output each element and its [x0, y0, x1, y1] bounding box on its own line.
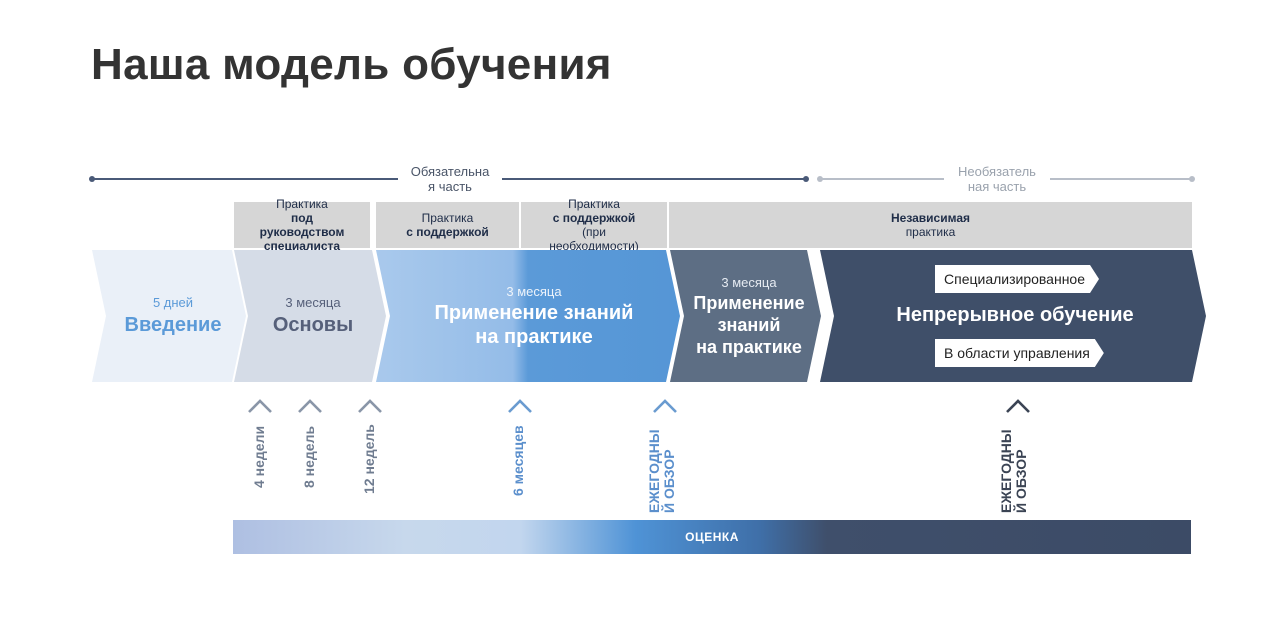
stage-basics-duration: 3 месяца [285, 295, 341, 310]
marker-2-label: 8 недель [301, 425, 317, 488]
marker-1-label: 4 недели [251, 425, 267, 488]
stage-continuous-chevron [820, 250, 1206, 382]
marker-4-chevron-up-icon [508, 399, 532, 413]
stage-apply2-duration: 3 месяца [721, 274, 777, 290]
marker-6-label: ЕЖЕГОДНЫ Й ОБЗОР [998, 429, 1029, 513]
mandatory-part-label: Обязательна я часть [398, 164, 502, 194]
stage-basics: 3 месяца Основы [244, 250, 382, 382]
stage-apply2-chevron [670, 250, 821, 382]
stage-apply2-name: Применение знаний на практике [693, 292, 805, 357]
page-title: Наша модель обучения [91, 40, 612, 89]
support-supported-header: Практика с поддержкой [376, 202, 519, 248]
stage-basics-chevron [234, 250, 386, 382]
support-optional-header: Практика с поддержкой (при необходимости… [521, 197, 667, 253]
evaluation-label: ОЦЕНКА [685, 530, 739, 544]
stage-apply2: 3 месяца Применение знаний на практике [680, 250, 818, 382]
evaluation-bar: ОЦЕНКА [233, 520, 1191, 554]
stage-apply1: 3 месяца Применение знаний на практике [388, 250, 680, 382]
tag-specialized: Специализированное [935, 265, 1099, 293]
support-guided-header: Практика под руководством специалиста [234, 197, 370, 253]
marker-1-chevron-up-icon [248, 399, 272, 413]
marker-6-chevron-up-icon [1006, 399, 1030, 413]
stage-intro-name: Введение [124, 314, 222, 336]
stage-intro-chevron [92, 250, 246, 382]
mandatory-line-end-dot [803, 176, 809, 182]
stage-apply1-name: Применение знаний на практике [434, 301, 634, 348]
stage-apply1-chevron [376, 250, 680, 382]
marker-5-chevron-up-icon [653, 399, 677, 413]
marker-5-label: ЕЖЕГОДНЫ Й ОБЗОР [646, 429, 677, 513]
stage-basics-name: Основы [272, 314, 354, 336]
stage-intro: 5 дней Введение [104, 250, 242, 382]
marker-4-label: 6 месяцев [510, 425, 526, 496]
marker-3-chevron-up-icon [358, 399, 382, 413]
support-independent-header: Независимая практика [669, 202, 1192, 248]
stage-intro-duration: 5 дней [152, 295, 194, 310]
marker-2-chevron-up-icon [298, 399, 322, 413]
stage-apply1-duration: 3 месяца [506, 283, 562, 299]
optional-part-label: Необязатель ная часть [944, 164, 1050, 194]
stage-continuous-name: Непрерывное обучение [896, 303, 1134, 326]
optional-line-end-dot [1189, 176, 1195, 182]
marker-3-label: 12 недель [361, 424, 377, 494]
tag-management: В области управления [935, 339, 1104, 367]
